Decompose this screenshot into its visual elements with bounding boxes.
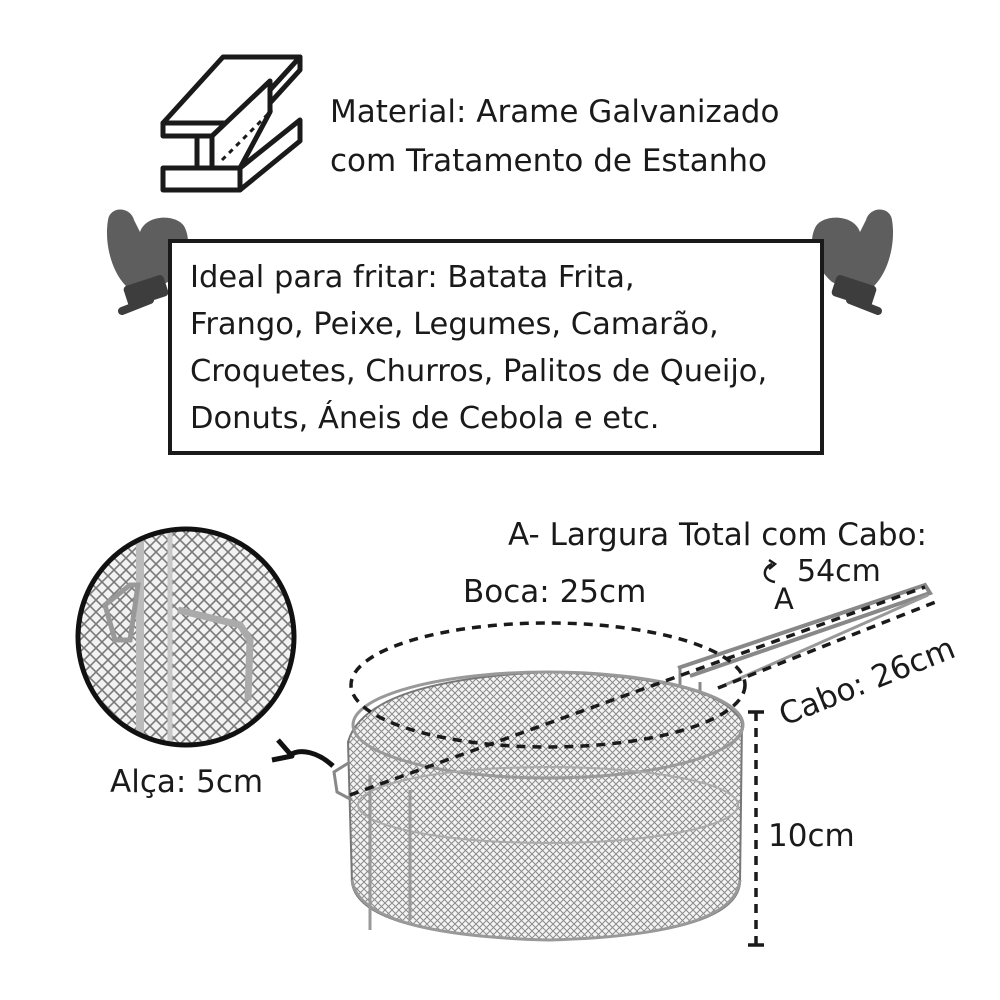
arrow-icon <box>271 738 335 768</box>
mouth-diameter-label: Boca: 25cm <box>463 574 647 610</box>
total-width-value: 54cm <box>797 554 881 589</box>
oven-mitt-icon <box>106 209 189 315</box>
material-line-2: com Tratamento de Estanho <box>330 143 767 179</box>
uses-box <box>168 239 824 455</box>
dimension-lines <box>349 585 939 945</box>
handle-detail-magnifier <box>75 526 297 748</box>
steel-beam-icon <box>160 54 303 193</box>
rotate-icon <box>763 558 778 584</box>
material-description: Material: Arame Galvanizado com Tratamen… <box>330 88 779 186</box>
height-label: 10cm <box>768 818 855 854</box>
material-line-1: Material: Arame Galvanizado <box>330 94 780 130</box>
side-handle-label: Alça: 5cm <box>110 764 264 800</box>
fryer-basket <box>332 582 934 942</box>
uses-text: Ideal para fritar: Batata Frita, Frango,… <box>190 260 768 436</box>
total-width-marker: A <box>774 582 794 616</box>
total-width-label: A- Largura Total com Cabo: <box>508 517 927 553</box>
oven-mitt-icon <box>811 209 894 315</box>
